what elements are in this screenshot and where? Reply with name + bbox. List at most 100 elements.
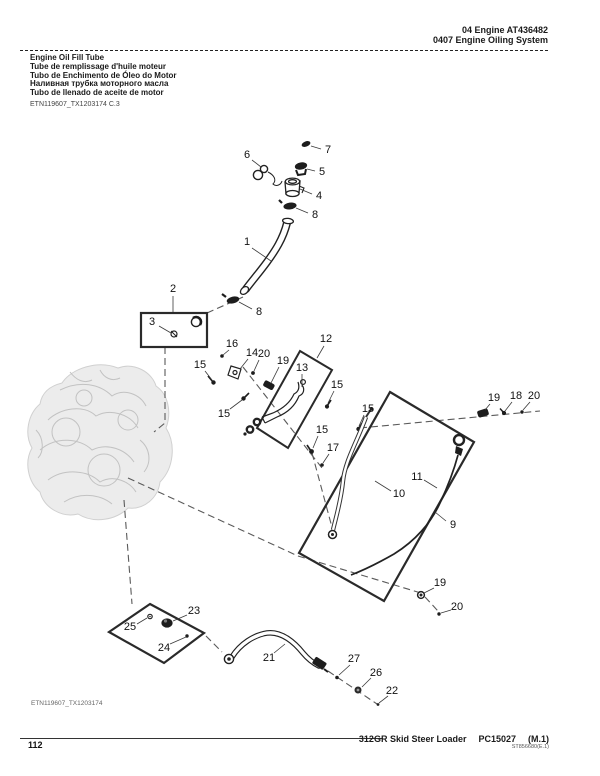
callout-10: 10 xyxy=(393,488,405,500)
callout-4: 4 xyxy=(316,190,322,202)
header-line2: 0407 Engine Oiling System xyxy=(432,35,548,45)
fastener-cluster xyxy=(207,354,275,401)
leader-line-18 xyxy=(504,401,513,412)
leader-line-4 xyxy=(299,188,313,195)
part-25-screw xyxy=(147,613,153,620)
callout-21: 21 xyxy=(263,652,275,664)
part-20-bolt-c xyxy=(437,612,441,616)
leader-line-19 xyxy=(270,366,280,384)
footer-revision: (M.1) xyxy=(528,734,549,744)
part-7-plug xyxy=(301,141,311,147)
leader-line-22 xyxy=(378,695,389,704)
leader-line-20 xyxy=(522,401,531,411)
callout-19: 19 xyxy=(277,355,289,367)
part-3-screw xyxy=(170,330,178,338)
part-15-screw-b xyxy=(241,392,250,401)
leader-line-8 xyxy=(295,207,309,214)
leader-line-25 xyxy=(136,617,148,625)
detail-box-12 xyxy=(255,349,334,450)
callout-6: 6 xyxy=(244,149,250,161)
leader-line-24 xyxy=(169,636,187,645)
part-26-nut xyxy=(354,686,362,694)
leader-line-8 xyxy=(238,301,253,310)
part-15-screw-a xyxy=(207,375,216,385)
part-20-bolt-b xyxy=(520,410,524,414)
callout-16: 16 xyxy=(226,338,238,350)
leader-line-9 xyxy=(434,511,447,522)
callout-2: 2 xyxy=(170,283,176,295)
part-14-fitting xyxy=(227,365,242,380)
callout-24: 24 xyxy=(158,642,170,654)
callout-26: 26 xyxy=(370,667,382,679)
figure-doc-code: ETN119607_TX1203174 C.3 xyxy=(30,101,120,108)
part-17-bolt xyxy=(320,463,324,467)
callout-11: 11 xyxy=(411,471,422,483)
callout-27: 27 xyxy=(348,653,360,665)
title-fr: Tube de remplissage d'huile moteur xyxy=(30,61,167,71)
callout-20: 20 xyxy=(451,601,463,613)
part-24-point xyxy=(185,634,189,638)
part-19-clamp-a xyxy=(263,380,275,390)
part-15-screw-d xyxy=(306,444,314,454)
part-16-pin xyxy=(220,354,224,358)
leader-line-26 xyxy=(361,677,372,688)
leader-line-15 xyxy=(312,435,319,449)
leader-line-1 xyxy=(251,247,272,262)
callout-15: 15 xyxy=(331,379,343,391)
callout-15: 15 xyxy=(362,403,374,415)
detail-box-2 xyxy=(139,311,209,349)
leader-line-21 xyxy=(273,643,286,654)
figure-caption: ETN119607_TX1203174 xyxy=(31,700,103,707)
callout-3: 3 xyxy=(149,316,155,328)
callout-14: 14 xyxy=(246,347,258,359)
callout-23: 23 xyxy=(188,605,200,617)
callout-1: 1 xyxy=(244,236,250,248)
leader-line-20 xyxy=(253,359,260,372)
title-es: Tubo de llenado de aceite de motor xyxy=(30,88,164,98)
part-21-hose xyxy=(223,630,329,673)
part-8-clamp-upper xyxy=(278,199,297,210)
fasteners-bottom-right xyxy=(416,590,441,616)
leader-line-3 xyxy=(158,325,172,334)
callout-15: 15 xyxy=(218,408,230,420)
leader-line-17 xyxy=(322,453,330,464)
detail-box-9 xyxy=(297,390,476,603)
callout-19: 19 xyxy=(434,577,446,589)
detail-plate-24 xyxy=(106,602,207,665)
page-number: 112 xyxy=(28,740,43,750)
part-15-screw-c xyxy=(324,399,332,409)
part-8-clamp-lower xyxy=(221,293,240,304)
header-divider xyxy=(20,50,548,51)
callout-8: 8 xyxy=(312,209,318,221)
footer-model: 312GR Skid Steer Loader xyxy=(358,734,467,744)
part-27-pin xyxy=(335,675,339,680)
callout-13: 13 xyxy=(296,362,308,374)
leader-line-15 xyxy=(204,370,213,381)
footer-divider xyxy=(20,738,383,739)
assembly-dashed-lines xyxy=(123,296,541,705)
callout-12: 12 xyxy=(320,333,332,345)
leader-line-5 xyxy=(306,168,316,172)
page-header: 04 Engine AT436482 0407 Engine Oiling Sy… xyxy=(433,25,548,45)
leader-line-12 xyxy=(316,345,325,359)
part-18-bolt xyxy=(501,410,507,416)
callout-8: 8 xyxy=(256,306,262,318)
leader-line-10 xyxy=(374,480,392,492)
callout-15: 15 xyxy=(194,359,206,371)
part-10-fill-tube-lower xyxy=(327,407,374,540)
leader-line-19 xyxy=(423,587,435,594)
title-en: Engine Oil Fill Tube xyxy=(30,53,105,62)
leader-line-19 xyxy=(484,403,491,411)
fasteners-right xyxy=(477,408,524,418)
title-block: Engine Oil Fill Tube Tube de remplissage… xyxy=(30,53,177,98)
leader-line-16 xyxy=(222,349,230,356)
callout-17: 17 xyxy=(327,442,339,454)
leader-line-11 xyxy=(423,479,438,489)
leader-line-20 xyxy=(440,609,452,614)
part-11-dipstick xyxy=(350,433,466,576)
part-20-bolt-a xyxy=(251,371,255,375)
leader-line-23 xyxy=(172,614,188,622)
